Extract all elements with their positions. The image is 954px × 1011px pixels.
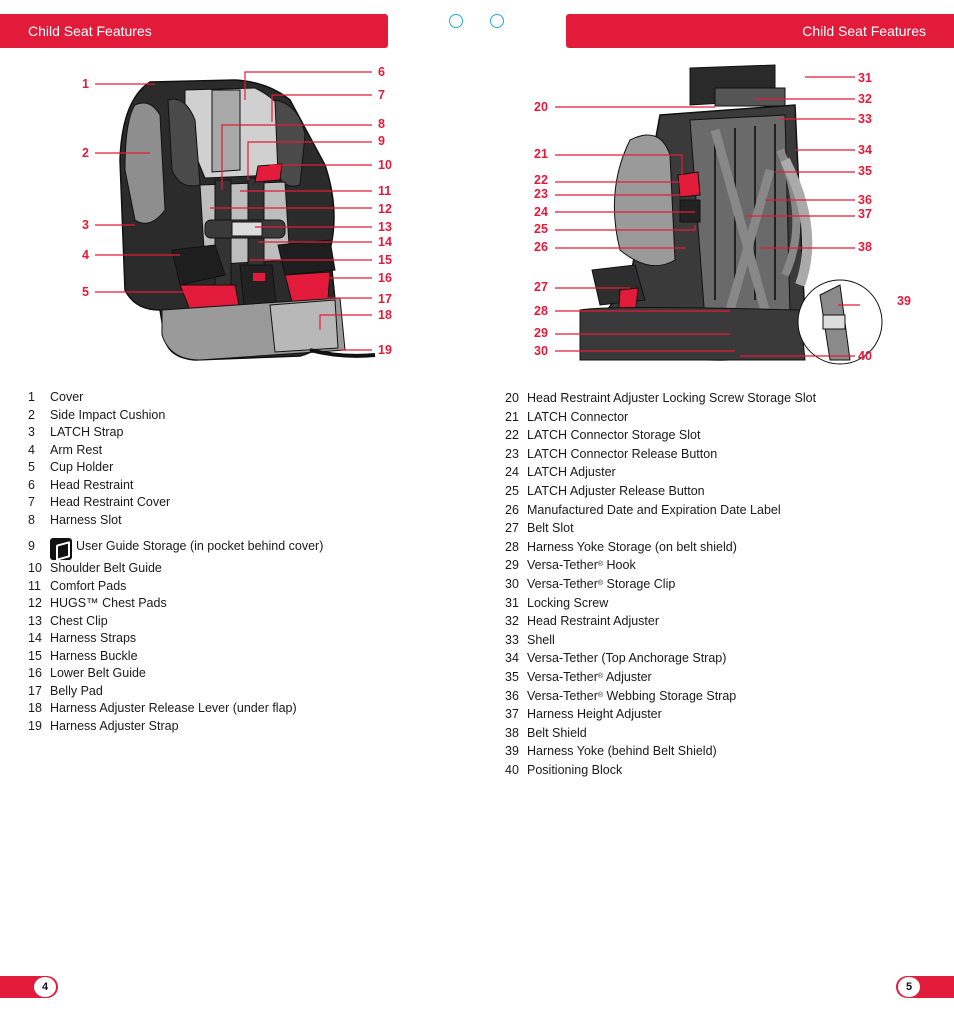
callout-13: 13 [378,220,392,234]
callout-37: 37 [858,207,872,221]
callout-18: 18 [378,308,392,322]
callout-22: 22 [534,173,548,187]
front-view-seat-illustration [95,71,376,361]
callout-36: 36 [858,193,872,207]
callout-10: 10 [378,158,392,172]
callout-25: 25 [534,222,548,236]
callout-39: 39 [897,294,911,308]
callout-4: 4 [82,248,89,262]
callout-29: 29 [534,326,548,340]
left-page-header: Child Seat Features [0,14,388,48]
right-page-header: Child Seat Features [566,14,954,48]
callout-28: 28 [534,304,548,318]
callout-8: 8 [378,117,385,131]
page-number: 5 [898,977,920,997]
callout-12: 12 [378,202,392,216]
callout-15: 15 [378,253,392,267]
callout-7: 7 [378,88,385,102]
callout-5: 5 [82,285,89,299]
callout-21: 21 [534,147,548,161]
callout-20: 20 [534,100,548,114]
callout-32: 32 [858,92,872,106]
callout-26: 26 [534,240,548,254]
callout-31: 31 [858,71,872,85]
callout-1: 1 [82,77,89,91]
callout-23: 23 [534,187,548,201]
rear-view-seat-illustration [555,64,883,365]
callout-3: 3 [82,218,89,232]
callout-30: 30 [534,344,548,358]
right-header-title: Child Seat Features [802,23,926,39]
page-number: 4 [34,977,56,997]
registration-mark [490,14,504,28]
left-header-title: Child Seat Features [28,23,152,39]
registration-mark [449,14,463,28]
left-page-number-tab: 4 [0,976,58,998]
callout-19: 19 [378,343,392,357]
callout-35: 35 [858,164,872,178]
callout-17: 17 [378,292,392,306]
callout-34: 34 [858,143,872,157]
callout-33: 33 [858,112,872,126]
right-page-number-tab: 5 [896,976,954,998]
callout-9: 9 [378,134,385,148]
callout-38: 38 [858,240,872,254]
callout-14: 14 [378,235,392,249]
callout-2: 2 [82,146,89,160]
callout-6: 6 [378,65,385,79]
callout-11: 11 [378,184,392,198]
callout-27: 27 [534,280,548,294]
callout-16: 16 [378,271,392,285]
callout-24: 24 [534,205,548,219]
callout-40: 40 [858,349,872,363]
user-guide-book-icon [50,538,72,560]
